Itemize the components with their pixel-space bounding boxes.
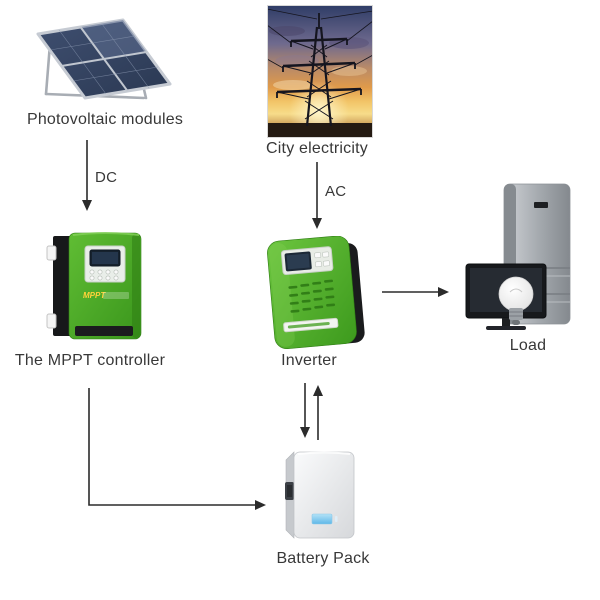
battery-pack-image [285, 451, 355, 539]
power-tower-image [267, 5, 373, 138]
mppt-label: The MPPT controller [14, 352, 166, 369]
lightbulb-icon [498, 276, 534, 325]
solar-panel-image [36, 18, 172, 100]
pylon-silhouette [267, 8, 373, 127]
battery-label: Battery Pack [276, 550, 370, 567]
inverter-vents [288, 279, 336, 313]
mppt-device-text: MPPT [83, 291, 106, 300]
arrow-mppt-to-battery [88, 388, 266, 510]
grid-label: City electricity [266, 140, 368, 157]
battery-screen [311, 513, 333, 525]
ac-edge-label: AC [325, 183, 347, 200]
inverter-label: Inverter [281, 352, 337, 369]
pv-label: Photovoltaic modules [26, 111, 184, 128]
mppt-controller-image: MPPT [46, 232, 142, 340]
load-label: Load [509, 337, 547, 354]
mppt-buttons [89, 269, 119, 281]
load-image [465, 183, 571, 330]
inverter-image [267, 236, 365, 350]
inverter-buttons [314, 251, 330, 268]
dc-edge-label: DC [95, 169, 118, 186]
